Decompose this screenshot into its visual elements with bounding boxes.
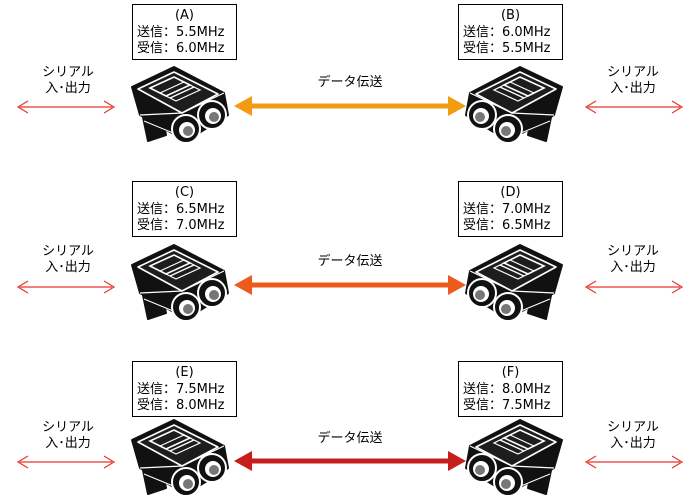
serial-label-line: シリアル (607, 420, 659, 435)
tx-frequency: 送信：8.0MHz (463, 381, 551, 397)
link-arrow-2 (234, 275, 466, 295)
serial-label-line: 入･出力 (610, 81, 656, 96)
freq-box-f: (F) 送信：8.0MHz 受信：7.5MHz (458, 361, 563, 417)
serial-label-line: シリアル (42, 244, 94, 259)
rx-frequency: 受信：7.5MHz (463, 398, 551, 413)
freq-box-c: (C) 送信：6.5MHz 受信：7.0MHz (132, 181, 237, 237)
device-d-icon (465, 244, 563, 322)
serial-label-right-1: シリアル 入･出力 (590, 65, 676, 97)
freq-box-b: (B) 送信：6.0MHz 受信：5.5MHz (458, 4, 563, 60)
tx-frequency: 送信：6.0MHz (463, 24, 551, 40)
device-id: (D) (500, 185, 521, 200)
device-id: (B) (500, 8, 521, 23)
rx-frequency: 受信：8.0MHz (137, 398, 225, 413)
device-id: (F) (501, 365, 520, 380)
serial-label-line: シリアル (607, 65, 659, 80)
rx-frequency: 受信：6.5MHz (463, 218, 551, 233)
serial-arrow-right-2 (584, 280, 684, 294)
serial-label-line: 入･出力 (610, 260, 656, 275)
device-a-icon (131, 66, 229, 144)
link-arrow-3 (234, 451, 466, 471)
serial-arrow-left-1 (16, 100, 116, 114)
freq-box-e: (E) 送信：7.5MHz 受信：8.0MHz (132, 361, 237, 417)
rx-frequency: 受信：6.0MHz (137, 41, 225, 56)
tx-frequency: 送信：7.5MHz (137, 381, 225, 397)
serial-label-line: シリアル (42, 420, 94, 435)
rx-frequency: 受信：7.0MHz (137, 218, 225, 233)
serial-label-left-2: シリアル 入･出力 (25, 244, 111, 276)
serial-label-line: 入･出力 (45, 260, 91, 275)
freq-box-d: (D) 送信：7.0MHz 受信：6.5MHz (458, 181, 563, 237)
device-c-icon (131, 244, 229, 322)
device-b-icon (465, 66, 563, 144)
serial-label-line: 入･出力 (45, 81, 91, 96)
device-f-icon (465, 419, 563, 496)
serial-arrow-left-3 (16, 455, 116, 469)
tx-frequency: 送信：7.0MHz (463, 201, 551, 217)
tx-frequency: 送信：6.5MHz (137, 201, 225, 217)
serial-label-left-1: シリアル 入･出力 (25, 65, 111, 97)
serial-arrow-left-2 (16, 280, 116, 294)
serial-arrow-right-3 (584, 455, 684, 469)
serial-label-right-2: シリアル 入･出力 (590, 244, 676, 276)
link-label-2: データ伝送 (317, 254, 383, 269)
device-id: (E) (175, 365, 194, 380)
serial-arrow-right-1 (584, 100, 684, 114)
serial-label-line: 入･出力 (45, 436, 91, 451)
serial-label-line: シリアル (42, 65, 94, 80)
tx-frequency: 送信：5.5MHz (137, 24, 225, 40)
freq-box-a: (A) 送信：5.5MHz 受信：6.0MHz (132, 4, 237, 60)
link-label-1: データ伝送 (317, 75, 383, 90)
device-id: (A) (174, 8, 195, 23)
link-arrow-1 (234, 96, 466, 116)
serial-label-left-3: シリアル 入･出力 (25, 420, 111, 452)
serial-label-line: 入･出力 (610, 436, 656, 451)
rx-frequency: 受信：5.5MHz (463, 41, 551, 56)
link-label-3: データ伝送 (317, 431, 383, 446)
device-e-icon (131, 419, 229, 496)
serial-label-right-3: シリアル 入･出力 (590, 420, 676, 452)
serial-label-line: シリアル (607, 244, 659, 259)
device-id: (C) (174, 185, 195, 200)
